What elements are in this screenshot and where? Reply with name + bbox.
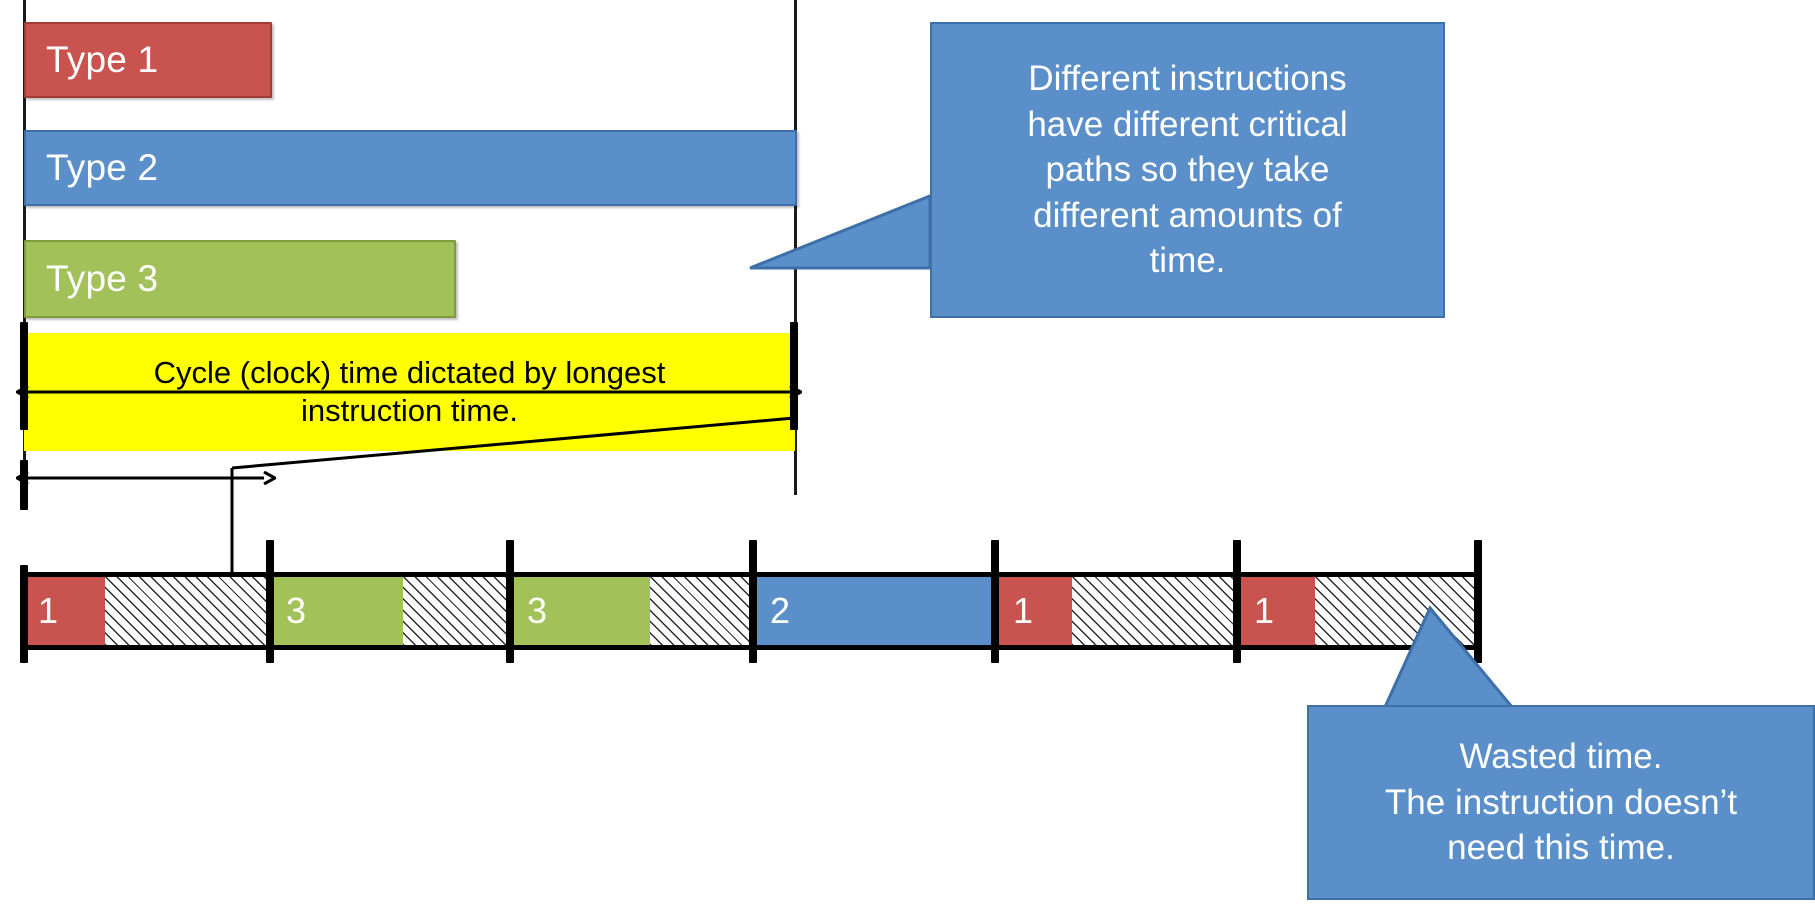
timeline-cell-label-5: 1 [1013,590,1034,631]
callout-2-line-2: The instruction doesn’t [1384,782,1738,822]
callout-1-line-2: have different critical [1027,104,1348,144]
callout-1-line-1: Different instructions [1028,59,1347,99]
cycle-boundary-tick-4 [991,540,999,663]
callout-1-line-4: different amounts of [1033,195,1342,235]
timeline-cell-label-4: 2 [770,590,791,631]
timeline-cell-label-6: 1 [1254,590,1275,631]
clock-period-tick-right [790,322,798,430]
timeline-cell-work-2: 3 [272,577,403,645]
callout-different-instructions: Different instructions have different cr… [930,22,1445,318]
type-1-critical-path-bar: Type 1 [24,22,272,98]
timeline-cell-waste-3 [650,577,751,645]
callout-2-line-1: Wasted time. [1459,737,1663,777]
timeline-cell-waste-1 [105,577,268,645]
type-1-label: Type 1 [46,39,159,80]
timeline-cell-waste-2 [403,577,508,645]
timeline-cell-label-2: 3 [286,590,307,631]
cycle-boundary-tick-2 [506,540,514,663]
timeline-cell-work-1: 1 [24,577,105,645]
timeline-cell-label-1: 1 [38,590,59,631]
callout-wasted-time: Wasted time. The instruction doesn’t nee… [1307,705,1815,900]
clock-period-tick-left [20,322,28,430]
cycle-arrow-tick-left [20,460,28,510]
timeline-cell-waste-5 [1072,577,1235,645]
type-3-label: Type 3 [46,258,159,299]
timeline-cell-work-5: 1 [999,577,1072,645]
type-2-label: Type 2 [46,147,159,188]
timeline-cell-work-6: 1 [1240,577,1315,645]
cycle-boundary-tick-5 [1233,540,1241,663]
timeline-cell-work-4: 2 [756,577,994,645]
timeline-cell-waste-6 [1315,577,1478,645]
timeline-cell-work-3: 3 [513,577,650,645]
callout-1-line-3: paths so they take [1045,150,1330,190]
cycle-boundary-tick-1 [266,540,274,663]
cycle-boundary-tick-0 [20,565,28,663]
timeline-cell-label-3: 3 [527,590,548,631]
callout-1-line-5: time. [1149,241,1226,281]
type-2-critical-path-bar: Type 2 [24,130,797,206]
cycle-boundary-tick-6 [1474,540,1482,663]
cycle-boundary-tick-3 [749,540,757,663]
cycle-time-note-line-1: Cycle (clock) time dictated by longest [153,354,666,390]
type-3-critical-path-bar: Type 3 [24,240,456,318]
callout-2-line-3: need this time. [1447,828,1675,868]
